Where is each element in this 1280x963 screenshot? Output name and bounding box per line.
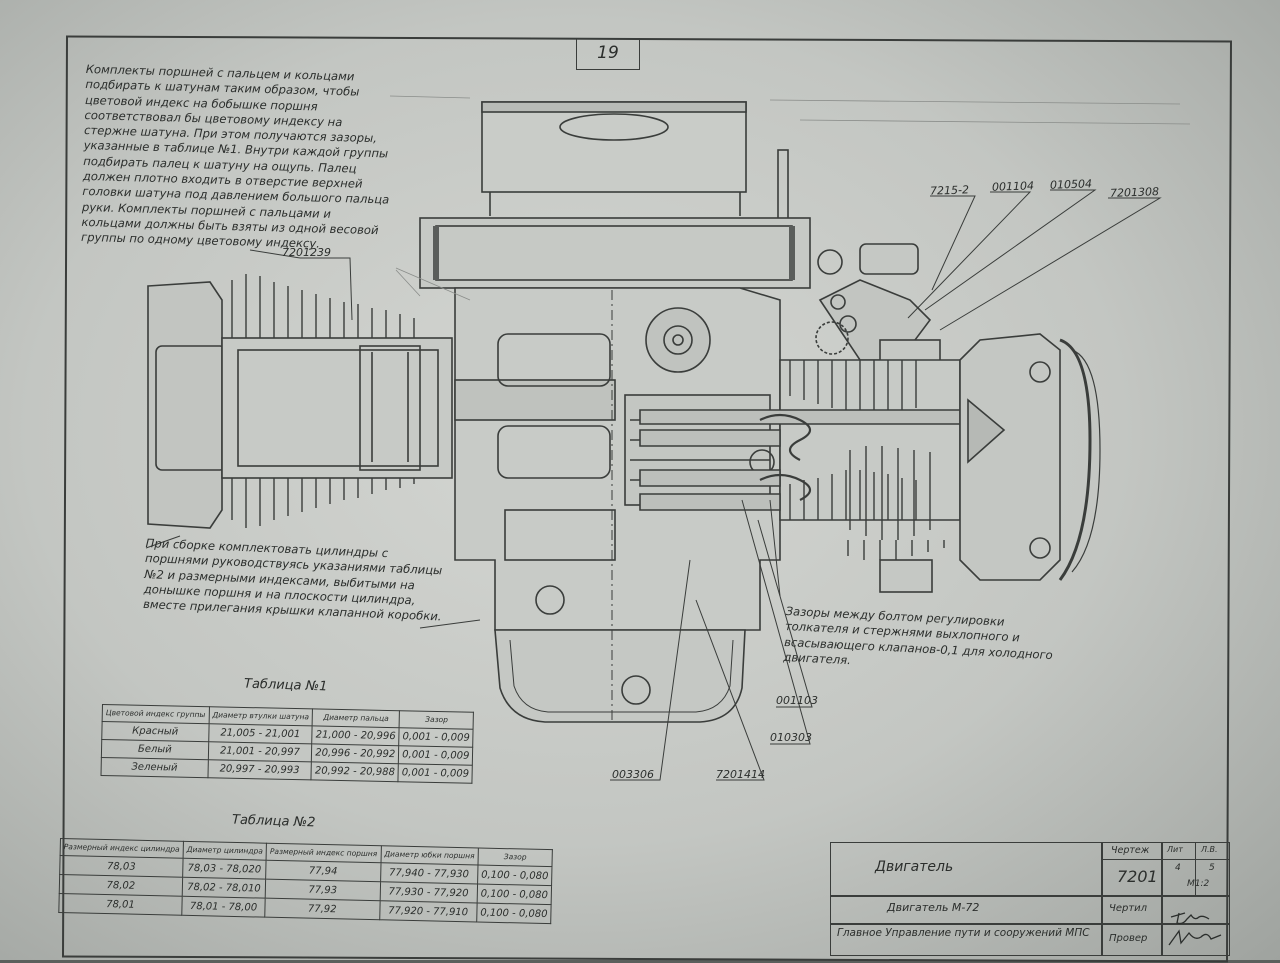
table-cell: 78,01 - 78,00: [181, 896, 266, 918]
callout-7201414: 7201414: [716, 768, 765, 781]
table-cell: 21,001 - 20,997: [207, 741, 312, 762]
callout-010504: 010504: [1049, 177, 1093, 192]
label-checked: Провер: [1109, 933, 1148, 944]
table-cell: 77,940 - 77,930: [380, 862, 478, 884]
callout-7201308: 7201308: [1109, 185, 1160, 200]
drawing-title: Двигатель: [875, 859, 954, 875]
sheet-number-box: 19: [576, 38, 640, 70]
callout-001103: 001103: [776, 694, 818, 707]
table-cell: 77,920 - 77,910: [379, 900, 478, 922]
table-cell: 77,93: [265, 879, 381, 901]
scale-value: М1:2: [1187, 879, 1210, 889]
title-block-divider: [831, 895, 1229, 897]
title-block-divider: [831, 923, 1229, 925]
label-lit: Лит: [1167, 845, 1183, 854]
callout-7201239: 7201239: [282, 246, 331, 259]
label-sheets: Л.В.: [1201, 845, 1218, 854]
title-block: Двигатель Двигатель М-72 Главное Управле…: [830, 842, 1230, 956]
table1-header: Зазор: [399, 710, 474, 730]
table1-piston-pin-clearances: Цветовой индекс группы Диаметр втулки ша…: [100, 704, 474, 784]
table2-header: Диаметр юбки поршня: [380, 845, 479, 865]
drawing-subtitle: Двигатель М-72: [887, 901, 980, 914]
title-block-divider: [1101, 859, 1229, 861]
piston-assembly-note: Комплекты поршней с пальцем и кольцами п…: [80, 62, 390, 251]
table-cell: 20,996 - 20,992: [311, 743, 399, 764]
signature-checked: [1168, 929, 1222, 946]
signature-drew: [1170, 912, 1210, 925]
lit-value: 4: [1175, 863, 1181, 873]
table1-title: Таблица №1: [243, 676, 328, 695]
callout-001104: 001104: [991, 179, 1035, 194]
table-cell: 78,01: [58, 893, 183, 916]
table2-cylinder-piston-clearances: Размерный индекс цилиндра Диаметр цилинд…: [58, 838, 553, 924]
organization-name: Главное Управление пути и сооружений МПС: [837, 927, 1090, 939]
table-cell: 0,100 - 0,080: [477, 864, 553, 886]
table-cell: 77,94: [265, 860, 381, 882]
callout-003306: 003306: [612, 768, 654, 781]
table-cell: 77,930 - 77,920: [379, 881, 478, 903]
valve-clearance-note: Зазоры между болтом регулировки толкател…: [783, 604, 1054, 668]
table-cell: 0,001 - 0,009: [398, 745, 474, 766]
signatures: [1168, 912, 1222, 946]
table-cell: 77,92: [264, 898, 380, 920]
table2-header: Зазор: [477, 847, 553, 867]
title-block-divider: [1101, 843, 1103, 955]
table1-header: Диаметр втулки шатуна: [208, 706, 313, 726]
table-cell: Белый: [101, 739, 209, 760]
sheets-value: 5: [1209, 863, 1215, 873]
title-block-divider: [1161, 843, 1163, 955]
table2-title: Таблица №2: [231, 812, 316, 831]
table1-header: Диаметр пальца: [312, 708, 400, 728]
table-cell: Красный: [101, 721, 209, 742]
title-block-divider: [1195, 843, 1197, 895]
label-drew: Чертил: [1109, 903, 1148, 914]
table-cell: 0,001 - 0,009: [398, 727, 474, 748]
table-cell: 78,02 - 78,010: [182, 877, 266, 899]
callout-010303: 010303: [770, 731, 812, 744]
callout-7215-2: 7215-2: [929, 183, 970, 198]
table-cell: 21,000 - 20,996: [311, 725, 400, 746]
label-drawing: Чертеж: [1111, 845, 1150, 856]
table-cell: 21,005 - 21,001: [208, 723, 313, 744]
table-cell: 0,100 - 0,080: [476, 902, 552, 924]
table-cell: 20,997 - 20,993: [207, 759, 312, 780]
table-cell: 0,100 - 0,080: [477, 883, 552, 905]
table-cell: 78,03 - 78,020: [182, 858, 267, 880]
drawing-code: 7201: [1117, 867, 1158, 886]
table-cell: 20,992 - 20,988: [311, 761, 399, 782]
table-cell: Зеленый: [101, 757, 208, 778]
cylinder-assembly-note: При сборке комплектовать цилиндры с порш…: [142, 536, 443, 624]
sheet-number: 19: [597, 43, 619, 63]
table-cell: 0,001 - 0,009: [398, 763, 473, 784]
table2-header: Диаметр цилиндра: [183, 841, 267, 861]
